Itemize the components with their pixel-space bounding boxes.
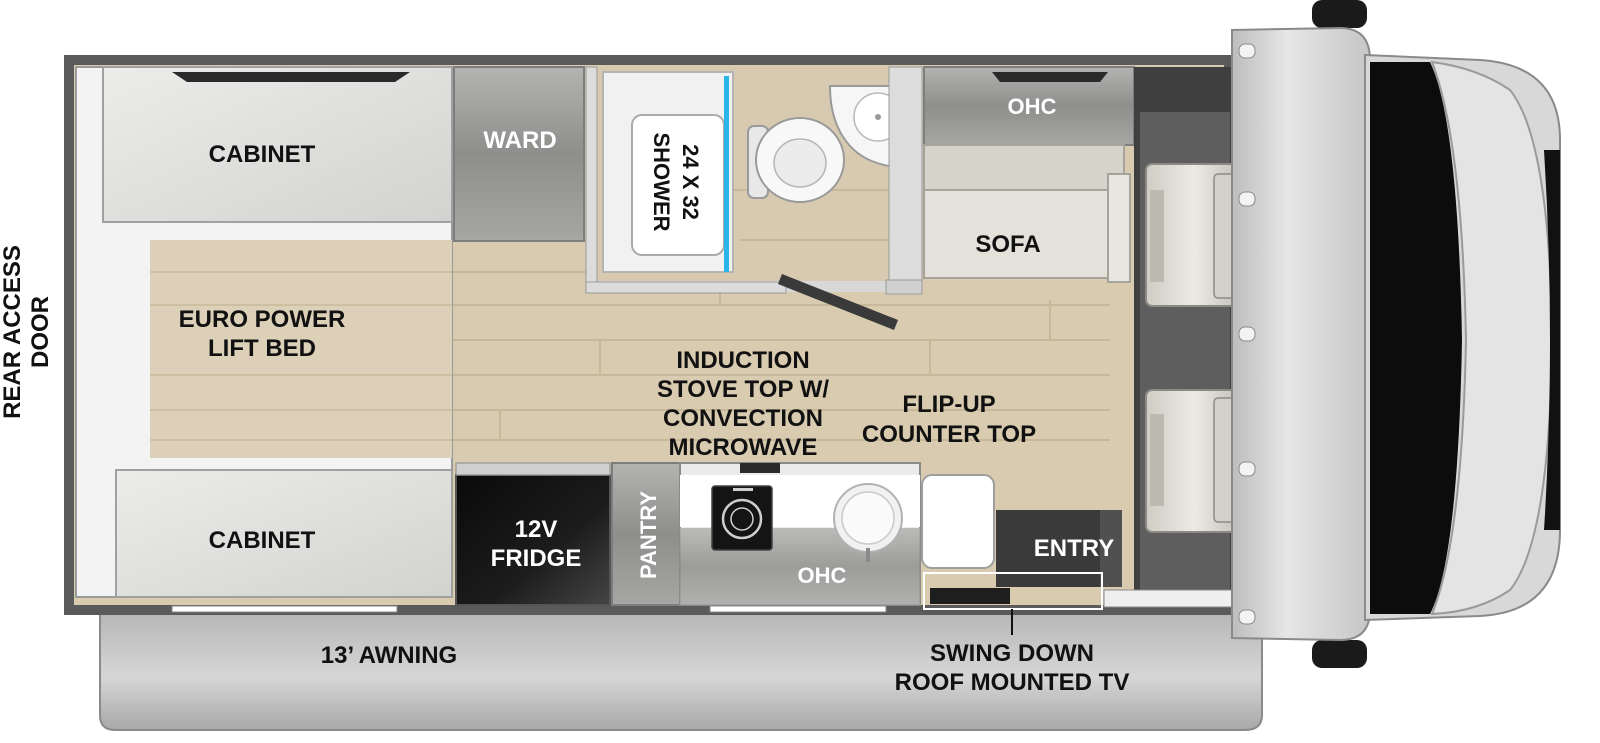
window-rear-bottom	[171, 605, 398, 613]
sofa-back	[923, 144, 1125, 191]
label-ohc-bottom: OHC	[798, 563, 847, 588]
label-stove-line3: CONVECTION	[663, 405, 823, 432]
label-tv-line1: SWING DOWN	[930, 640, 1094, 667]
label-pantry: PANTRY	[636, 491, 661, 579]
label-fridge-line1: 12V	[515, 516, 558, 543]
label-ward: WARD	[483, 127, 556, 154]
fridge	[455, 474, 611, 606]
driver-seat	[1145, 163, 1243, 307]
label-shower-line2: SHOWER	[649, 133, 674, 232]
label-fridge-line2: FRIDGE	[491, 545, 582, 572]
window-side-bottom	[709, 605, 887, 613]
bed-planks	[150, 271, 452, 441]
van-cab	[1231, 0, 1561, 668]
bed-mattress	[150, 240, 452, 458]
label-flip-line2: COUNTER TOP	[862, 421, 1036, 448]
flip-up-counter	[921, 474, 995, 569]
label-ohc-top: OHC	[1008, 94, 1057, 119]
label-bed-line2: LIFT BED	[208, 335, 316, 362]
induction-cooktop-icon	[711, 485, 773, 551]
label-entry: ENTRY	[1034, 535, 1114, 562]
entry-bottom-strip	[1103, 589, 1233, 608]
shower-glass	[724, 76, 729, 272]
window-rear-top	[172, 72, 410, 82]
sofa	[923, 189, 1125, 279]
label-cabinet-top: CABINET	[209, 141, 316, 168]
label-rear-access-line2: DOOR	[27, 296, 54, 368]
toilet-icon	[747, 117, 845, 203]
cabinet-top	[102, 66, 453, 223]
label-rear-access-line1: REAR ACCESS	[0, 245, 26, 419]
fridge-top	[455, 462, 611, 476]
bathroom	[585, 66, 923, 295]
passenger-seat	[1145, 389, 1243, 533]
awning	[99, 611, 1263, 731]
label-stove-line1: INDUCTION	[676, 347, 809, 374]
window-ohc-top	[992, 72, 1108, 82]
label-stove-line2: STOVE TOP W/	[657, 376, 829, 403]
label-shower-line1: 24 X 32	[678, 144, 703, 220]
windshield	[1370, 62, 1462, 614]
galley-sink-icon	[833, 483, 903, 562]
label-bed-line1: EURO POWER	[179, 306, 346, 333]
cabinet-bottom	[115, 469, 453, 598]
label-stove-line4: MICROWAVE	[669, 434, 818, 461]
label-sofa: SOFA	[975, 231, 1040, 258]
label-cabinet-bottom: CABINET	[209, 527, 316, 554]
bathroom-door	[778, 274, 898, 330]
label-rear-access-door: REAR ACCESS DOOR	[0, 245, 54, 419]
label-tv-line2: ROOF MOUNTED TV	[895, 669, 1130, 696]
wardrobe	[453, 66, 585, 242]
label-flip-line1: FLIP-UP	[902, 391, 995, 418]
label-awning: 13’ AWNING	[321, 642, 457, 669]
